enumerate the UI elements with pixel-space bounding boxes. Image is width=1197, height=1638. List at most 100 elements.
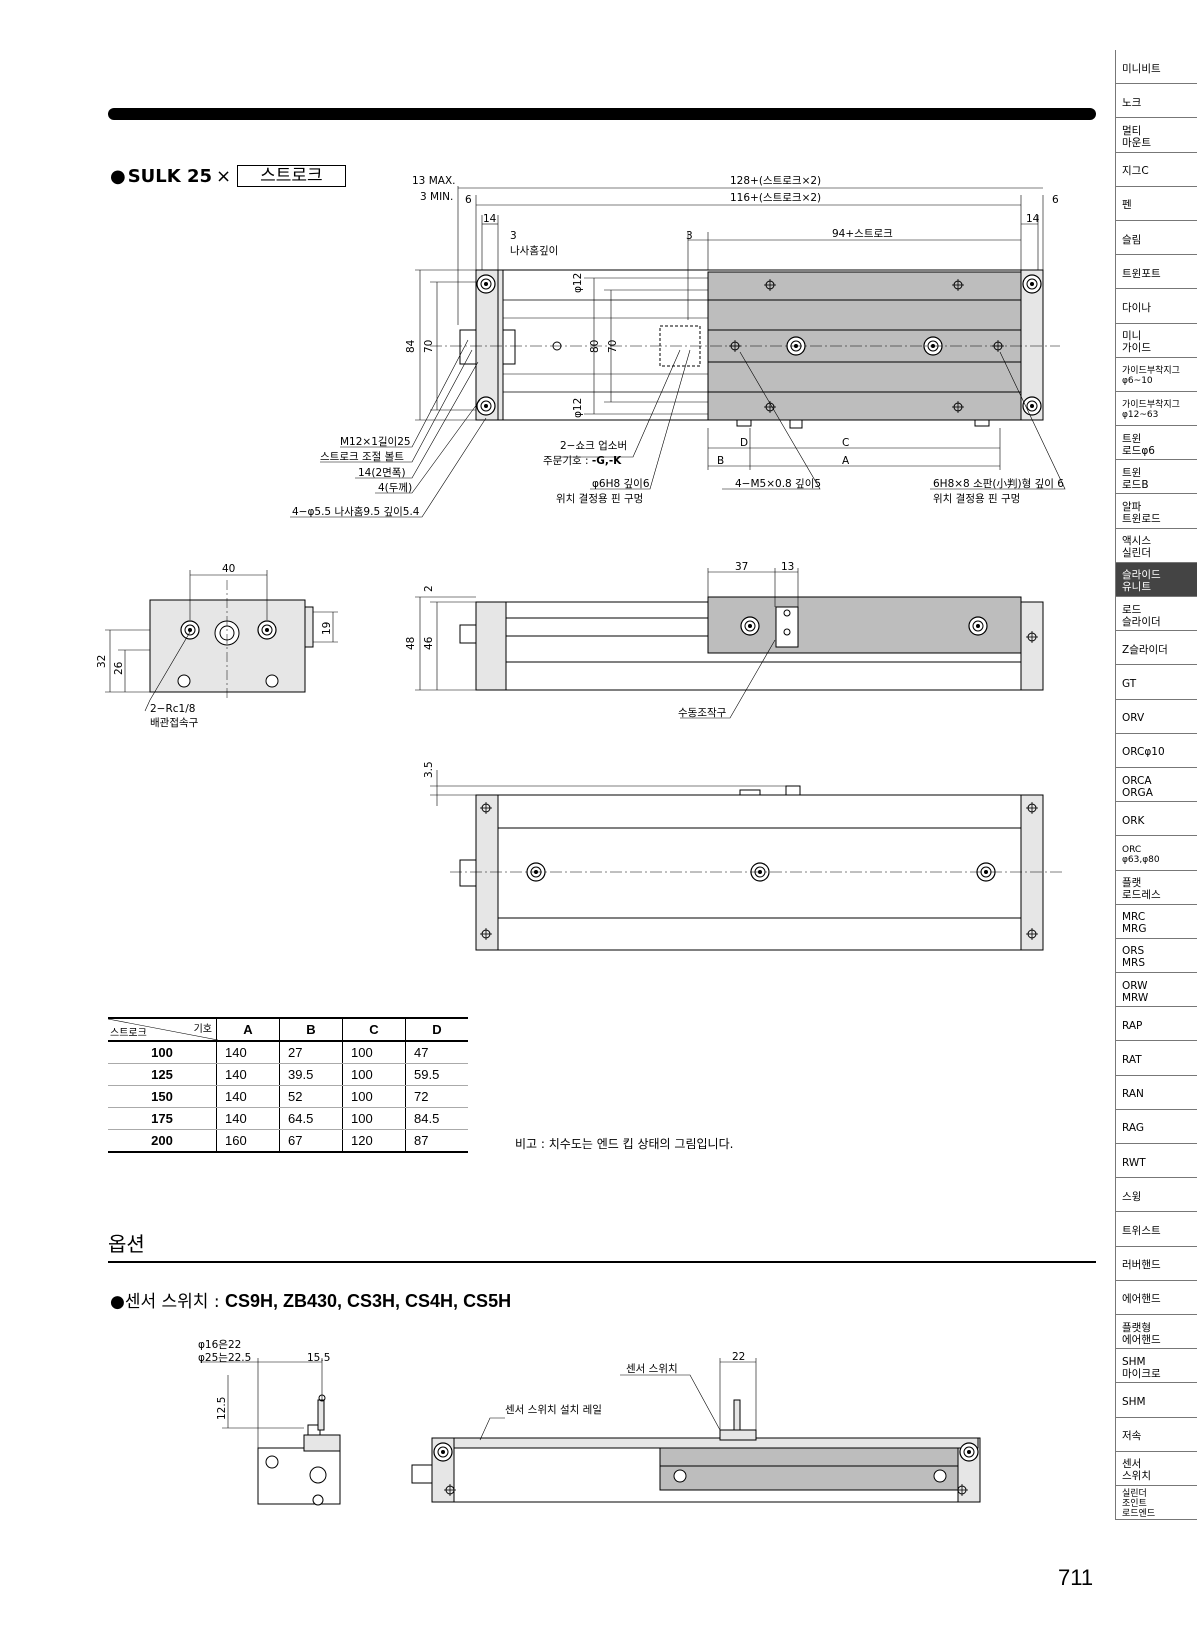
sidebar-item[interactable]: ORCφ10	[1115, 733, 1197, 768]
sidebar-item[interactable]: 미니 가이드	[1115, 323, 1197, 358]
header-B: B	[279, 1017, 343, 1042]
dim-phi16: φ16은22	[198, 1339, 241, 1351]
sidebar-item[interactable]: 트위스트	[1115, 1212, 1197, 1247]
dim-116: 116+(스트로크×2)	[730, 192, 821, 204]
dim-13: 13	[781, 561, 794, 573]
sidebar-item[interactable]: Z슬라이더	[1115, 631, 1197, 666]
sidebar-item[interactable]: RAG	[1115, 1109, 1197, 1144]
sidebar-item[interactable]: 트윈포트	[1115, 255, 1197, 290]
sidebar-item[interactable]: 다이나	[1115, 289, 1197, 324]
sidebar-item[interactable]: 액시스 실린더	[1115, 528, 1197, 563]
sidebar-item[interactable]: 노크	[1115, 84, 1197, 119]
dim-70a: 70	[423, 340, 435, 353]
sidebar-item[interactable]: 슬림	[1115, 220, 1197, 256]
label-switch: 센서 스위치	[626, 1362, 678, 1375]
sidebar-item[interactable]: RAP	[1115, 1007, 1197, 1042]
times-sign: ×	[216, 165, 232, 187]
sidebar-item[interactable]: 미니비트	[1115, 50, 1197, 85]
sidebar-item[interactable]: ORW MRW	[1115, 973, 1197, 1008]
label-rc18: 2−Rc1/8	[150, 703, 195, 715]
sidebar-item[interactable]: 실린더 조인트 로드엔드	[1115, 1485, 1197, 1521]
top-dimensions	[415, 186, 1044, 421]
bottom-view: 3.5	[423, 761, 1063, 951]
label-pin6: φ6H8 깊이6	[592, 478, 650, 490]
leader-labels: M12×1길이25 스트로크 조절 볼트 14(2면폭) 4(두께) 4−φ5.…	[292, 435, 1064, 518]
dim-6a: 6	[465, 194, 472, 206]
sidebar-item[interactable]: RWT	[1115, 1144, 1197, 1179]
value-cell: 67	[279, 1129, 343, 1153]
value-cell: 84.5	[405, 1107, 468, 1130]
value-cell: 140	[216, 1107, 280, 1130]
value-cell: 140	[216, 1041, 280, 1064]
dim-40: 40	[222, 563, 235, 575]
sidebar-item[interactable]: ORK	[1115, 802, 1197, 837]
value-cell: 160	[216, 1129, 280, 1153]
dim-3b: 3	[686, 230, 693, 242]
sidebar-item[interactable]: 지그C	[1115, 152, 1197, 187]
sidebar-item[interactable]: 플랫형 에어핸드	[1115, 1314, 1197, 1350]
sidebar-item[interactable]: 알파 트윈로드	[1115, 494, 1197, 529]
model-name: SULK 25	[127, 165, 213, 187]
sidebar-item[interactable]: GT	[1115, 665, 1197, 700]
model-title: ● SULK 25 × 스트로크	[110, 165, 346, 187]
sidebar-item[interactable]: SHM	[1115, 1383, 1197, 1418]
sidebar-item[interactable]: RAN	[1115, 1075, 1197, 1110]
sidebar-item[interactable]: RAT	[1115, 1041, 1197, 1076]
dim-phi12b: φ12	[572, 398, 584, 418]
end-view: 40 19 32 26 2−Rc1/8 배관접속구	[96, 563, 338, 729]
sidebar-item[interactable]: 러버핸드	[1115, 1246, 1197, 1281]
bullet: ●	[110, 165, 126, 187]
sidebar-item[interactable]: 가이드부착지그 φ6~10	[1115, 357, 1197, 392]
sidebar-item[interactable]: 펜	[1115, 186, 1197, 221]
header-A: A	[216, 1017, 280, 1042]
dim-6b: 6	[1052, 194, 1059, 206]
label-manual: 수동조작구	[678, 707, 727, 719]
dim-125: 12.5	[216, 1397, 228, 1420]
sensor-end-view: φ16은22 φ25는22.5 15.5 12.5	[198, 1339, 341, 1506]
header-bar	[108, 108, 1096, 120]
sidebar-item[interactable]: SHM 마이크로	[1115, 1349, 1197, 1384]
corner-bottom: 스트로크	[110, 1028, 147, 1039]
value-cell: 100	[342, 1041, 406, 1064]
label-4: 4(두께)	[378, 482, 412, 494]
dim-46: 46	[423, 636, 435, 650]
sidebar-item[interactable]: 트윈 로드φ6	[1115, 426, 1197, 461]
sidebar-item[interactable]: 트윈 로드B	[1115, 460, 1197, 495]
sidebar-item[interactable]: 저속	[1115, 1417, 1197, 1452]
sidebar-item[interactable]: 가이드부착지그 φ12~63	[1115, 391, 1197, 427]
label-m5: 4−M5×0.8 깊이5	[735, 478, 821, 490]
sidebar-item[interactable]: 에어핸드	[1115, 1280, 1197, 1315]
sidebar-item[interactable]: ORS MRS	[1115, 938, 1197, 974]
label-stroke-bolt: 스트로크 조절 볼트	[320, 450, 404, 463]
stroke-cell: 125	[108, 1063, 217, 1086]
sidebar-item[interactable]: 슬라이드 유니트	[1115, 562, 1197, 597]
dim-84: 84	[405, 339, 417, 353]
sidebar-item[interactable]: ORC φ63,φ80	[1115, 836, 1197, 871]
sidebar-item[interactable]: MRC MRG	[1115, 904, 1197, 939]
table-corner: 기호 스트로크	[108, 1017, 218, 1042]
sidebar-item[interactable]: 로드 슬라이더	[1115, 597, 1197, 632]
sidebar-item[interactable]: ORV	[1115, 699, 1197, 734]
dim-35: 3.5	[423, 761, 435, 778]
sidebar-item[interactable]: 센서 스위치	[1115, 1451, 1197, 1486]
dim-155: 15.5	[307, 1352, 330, 1364]
dim-22: 22	[732, 1351, 745, 1363]
sidebar-item[interactable]: 스윙	[1115, 1178, 1197, 1213]
sidebar-item[interactable]: ORCA ORGA	[1115, 767, 1197, 803]
dim-19: 19	[321, 622, 333, 635]
label-pin-hole1: 위치 결정용 핀 구멍	[556, 492, 643, 505]
page-number: 711	[1058, 1565, 1094, 1590]
header-C: C	[342, 1017, 406, 1042]
dim-94: 94+스트로크	[832, 228, 893, 240]
label-holes55: 4−φ5.5 나사홈9.5 깊이5.4	[292, 505, 420, 518]
value-cell: 64.5	[279, 1107, 343, 1130]
corner-top: 기호	[193, 1024, 212, 1035]
sidebar-item[interactable]: 멀티 마운트	[1115, 118, 1197, 153]
sidebar-item[interactable]: 플랫 로드레스	[1115, 870, 1197, 905]
stroke-cell: 150	[108, 1085, 217, 1108]
